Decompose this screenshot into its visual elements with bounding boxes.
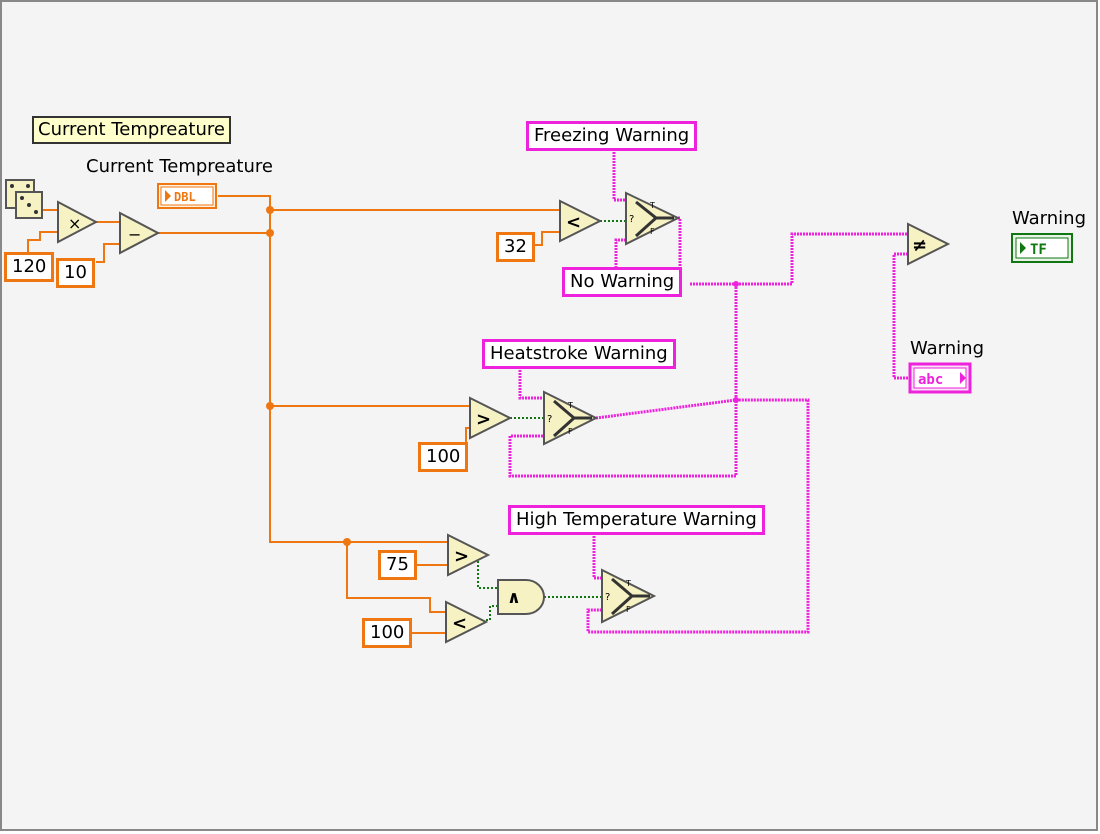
constant-32[interactable]: 32 bbox=[496, 232, 535, 262]
constant-100-heatstroke[interactable]: 100 bbox=[418, 442, 469, 472]
less-than-100-symbol: < bbox=[452, 613, 467, 634]
wire-trunk-main bbox=[269, 210, 347, 543]
string-freezing-warning[interactable]: Freezing Warning bbox=[526, 121, 698, 151]
wire-junction bbox=[266, 206, 274, 214]
select-f: F bbox=[568, 427, 573, 436]
greater-than-75-symbol: > bbox=[454, 546, 469, 567]
greater-than-75-node[interactable]: > bbox=[447, 533, 491, 577]
select-q: ? bbox=[605, 592, 610, 603]
wire-120-to-multiply bbox=[27, 231, 58, 254]
subtract-symbol: − bbox=[128, 225, 141, 244]
random-number-icon[interactable] bbox=[5, 179, 43, 219]
less-than-symbol: < bbox=[566, 212, 581, 233]
select-t: T bbox=[625, 579, 631, 588]
wire-junction bbox=[343, 538, 351, 546]
select-q: ? bbox=[629, 214, 634, 225]
tf-type-text: TF bbox=[1030, 242, 1047, 258]
wire-notequal-to-string bbox=[892, 252, 910, 380]
less-than-100-node[interactable]: < bbox=[445, 600, 489, 644]
temperature-indicator-label: Current Tempreature bbox=[86, 156, 273, 177]
wire-indicator-to-node bbox=[218, 195, 271, 210]
wire-junction bbox=[266, 229, 274, 237]
wire-junction bbox=[733, 397, 739, 403]
wire-freezing-to-select bbox=[612, 152, 626, 202]
multiply-symbol: × bbox=[68, 214, 81, 233]
wire-junction bbox=[733, 281, 739, 287]
subtract-node[interactable]: − bbox=[119, 211, 161, 255]
dbl-type-text: DBL bbox=[174, 190, 196, 204]
not-equal-node[interactable]: ≠ bbox=[907, 222, 951, 266]
multiply-node[interactable]: × bbox=[57, 200, 99, 244]
select-node-high-temp[interactable]: ? T F bbox=[601, 568, 657, 624]
wire-less100-to-and bbox=[486, 605, 498, 621]
wire-nowarning-to-select1 bbox=[614, 238, 626, 268]
string-high-temperature-warning[interactable]: High Temperature Warning bbox=[508, 505, 765, 535]
wire-nowarning-down bbox=[508, 284, 738, 478]
string-heatstroke-warning[interactable]: Heatstroke Warning bbox=[482, 339, 676, 369]
wire-32-to-less bbox=[534, 231, 560, 246]
constant-120[interactable]: 120 bbox=[4, 252, 55, 282]
wire-to-less-100 bbox=[346, 542, 446, 613]
select-f: F bbox=[626, 605, 631, 614]
abc-type-text: abc bbox=[918, 372, 943, 388]
greater-than-symbol: > bbox=[476, 409, 491, 430]
wire-heatstroke-to-select bbox=[518, 370, 544, 400]
select-t: T bbox=[649, 201, 655, 210]
free-label: Current Tempreature bbox=[32, 116, 231, 144]
warning-bool-label: Warning bbox=[1012, 208, 1087, 229]
warning-string-label: Warning bbox=[910, 338, 985, 359]
select-node-heatstroke[interactable]: ? T F bbox=[543, 390, 599, 446]
constant-100-high[interactable]: 100 bbox=[362, 618, 413, 648]
and-gate[interactable]: ∧ bbox=[497, 579, 545, 615]
warning-bool-terminal[interactable]: TF bbox=[1011, 233, 1073, 263]
wire-hightemp-to-select bbox=[592, 536, 602, 580]
wire-junction bbox=[266, 402, 274, 410]
not-equal-symbol: ≠ bbox=[912, 235, 927, 256]
string-no-warning[interactable]: No Warning bbox=[562, 267, 683, 297]
warning-string-terminal[interactable]: abc bbox=[908, 362, 972, 394]
temperature-indicator-terminal[interactable]: DBL bbox=[157, 183, 217, 209]
wire-junction-to-notequal bbox=[736, 232, 908, 286]
wire-10-to-subtract bbox=[96, 243, 120, 263]
select-f: F bbox=[650, 227, 655, 236]
greater-than-node[interactable]: > bbox=[469, 396, 513, 440]
select-t: T bbox=[567, 401, 573, 410]
constant-75[interactable]: 75 bbox=[378, 550, 417, 580]
select-q: ? bbox=[547, 414, 552, 425]
and-symbol: ∧ bbox=[507, 588, 521, 608]
constant-10[interactable]: 10 bbox=[56, 258, 95, 288]
less-than-node[interactable]: < bbox=[559, 199, 603, 243]
select-node-freezing[interactable]: ? T F bbox=[625, 191, 681, 246]
